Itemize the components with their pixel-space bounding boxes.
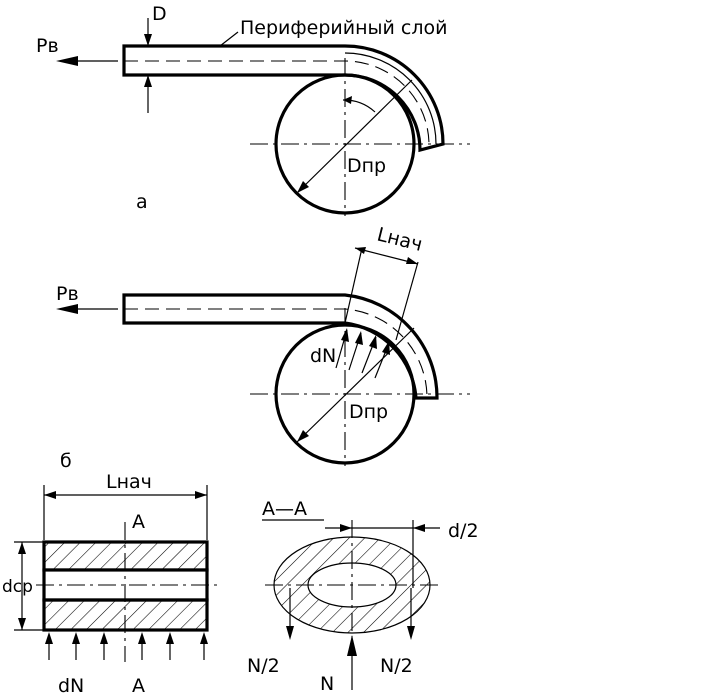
belt-a-peripheral-line [344,52,437,145]
pv-b-label: Рв [56,283,79,305]
d-half-arrow-r [413,524,425,532]
longitudinal-section: Lнач A A dср dN [2,471,220,694]
dpr-a-label: Dпр [347,155,386,177]
pv-b-arrow [56,304,78,314]
dpr-b-arrow-left [297,430,309,442]
n-half-right-arrow [407,626,415,640]
dpr-b-line [296,327,415,443]
lnach-ext-2 [395,261,419,341]
pv-a-arrow [56,56,78,66]
lnach-label: Lнач [375,224,425,256]
figure-b-top: Рв Lнач dN Dпр б [56,224,470,472]
d-half-arrow-l [340,524,352,532]
figure-b-label: б [60,450,72,472]
dpr-a-arrow-left [297,181,309,193]
dsr-label: dср [2,577,33,597]
a-top-label: A [132,511,145,533]
dn-bottom-label: dN [58,675,84,694]
dpr-b-label: Dпр [349,401,388,423]
d-arrow-top [144,34,152,46]
n-center-arrow [347,635,357,656]
cross-section-aa: А—А d/2 N/2 N N/2 [247,498,479,694]
rotation-arrow [343,96,352,104]
lnach-section-label: Lнач [106,471,152,493]
lnach-section-arrow-r [195,491,207,499]
belt-b-midline [124,308,428,399]
peripheral-leader [219,31,239,47]
dn-bottom-arrows [45,632,208,660]
pv-a-label: Рв [36,35,59,57]
lnach-ext-1 [344,247,363,324]
n-center-label: N [320,673,334,694]
figure-a-label: а [136,191,148,213]
a-bottom-label: A [132,675,145,694]
d-arrow-bottom [144,75,152,87]
n-half-left-arrow [286,626,294,640]
n-half-left-label: N/2 [247,655,280,677]
dpr-a-line [296,79,413,194]
dn-arrows [335,328,390,379]
n-half-right-label: N/2 [380,655,413,677]
belt-b [122,293,439,400]
figure-a: D Рв Периферийный слой Dпр а [36,3,470,216]
lnach-section-arrow-l [44,491,56,499]
peripheral-label: Периферийный слой [240,17,447,39]
lnach-arrow-l [355,247,366,254]
belt-a-midline [124,60,430,145]
d-half-label: d/2 [448,520,479,542]
d-label: D [152,3,167,25]
dsr-arrow-top [18,542,26,554]
belt-a [122,44,445,153]
lnach-arrow-r [406,257,418,264]
section-aa-label: А—А [262,498,307,520]
dn-label: dN [310,345,336,367]
dsr-arrow-bottom [18,618,26,630]
